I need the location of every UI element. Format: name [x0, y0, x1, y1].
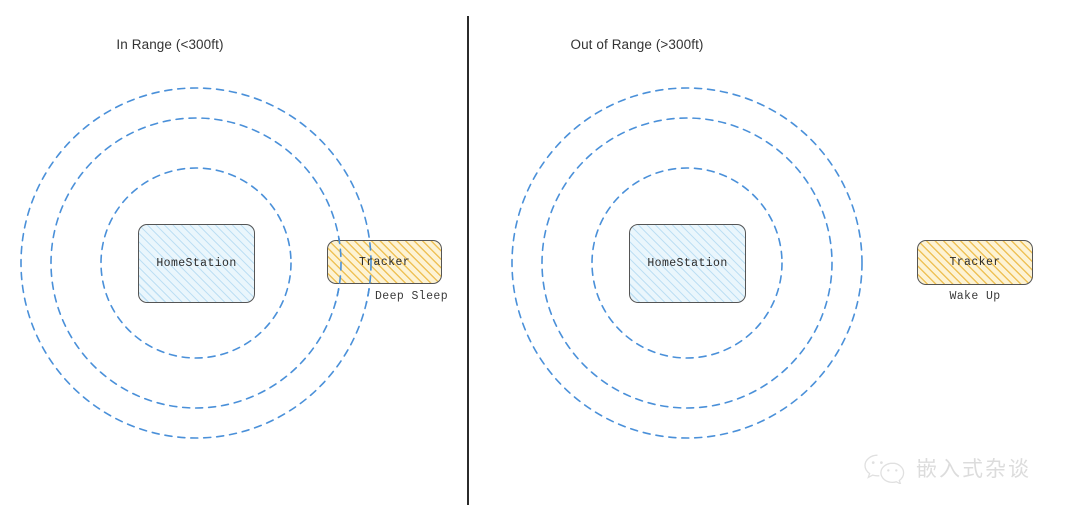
- node-tracker-right[interactable]: Tracker: [917, 240, 1033, 285]
- watermark-text: 嵌入式杂谈: [916, 457, 1031, 481]
- tracker-state-caption-left: Deep Sleep: [375, 290, 449, 303]
- node-label: HomeStation: [647, 257, 728, 270]
- panel-title-out-of-range: Out of Range (>300ft): [570, 37, 704, 52]
- watermark: 嵌入式杂谈: [862, 452, 1031, 484]
- node-homestation-left[interactable]: HomeStation: [138, 224, 255, 303]
- node-tracker-left[interactable]: Tracker: [327, 240, 442, 284]
- wechat-icon: [864, 454, 905, 484]
- panel-out-of-range: Out of Range (>300ft): [470, 0, 1080, 520]
- node-homestation-right[interactable]: HomeStation: [629, 224, 746, 303]
- panel-in-range: In Range (<300ft): [0, 0, 468, 520]
- panel-title-in-range: In Range (<300ft): [116, 37, 224, 52]
- node-label: HomeStation: [156, 257, 237, 270]
- node-label: Tracker: [358, 255, 411, 269]
- panel-divider: [467, 16, 469, 505]
- tracker-state-caption-right: Wake Up: [949, 290, 1001, 303]
- node-label: Tracker: [949, 256, 1001, 269]
